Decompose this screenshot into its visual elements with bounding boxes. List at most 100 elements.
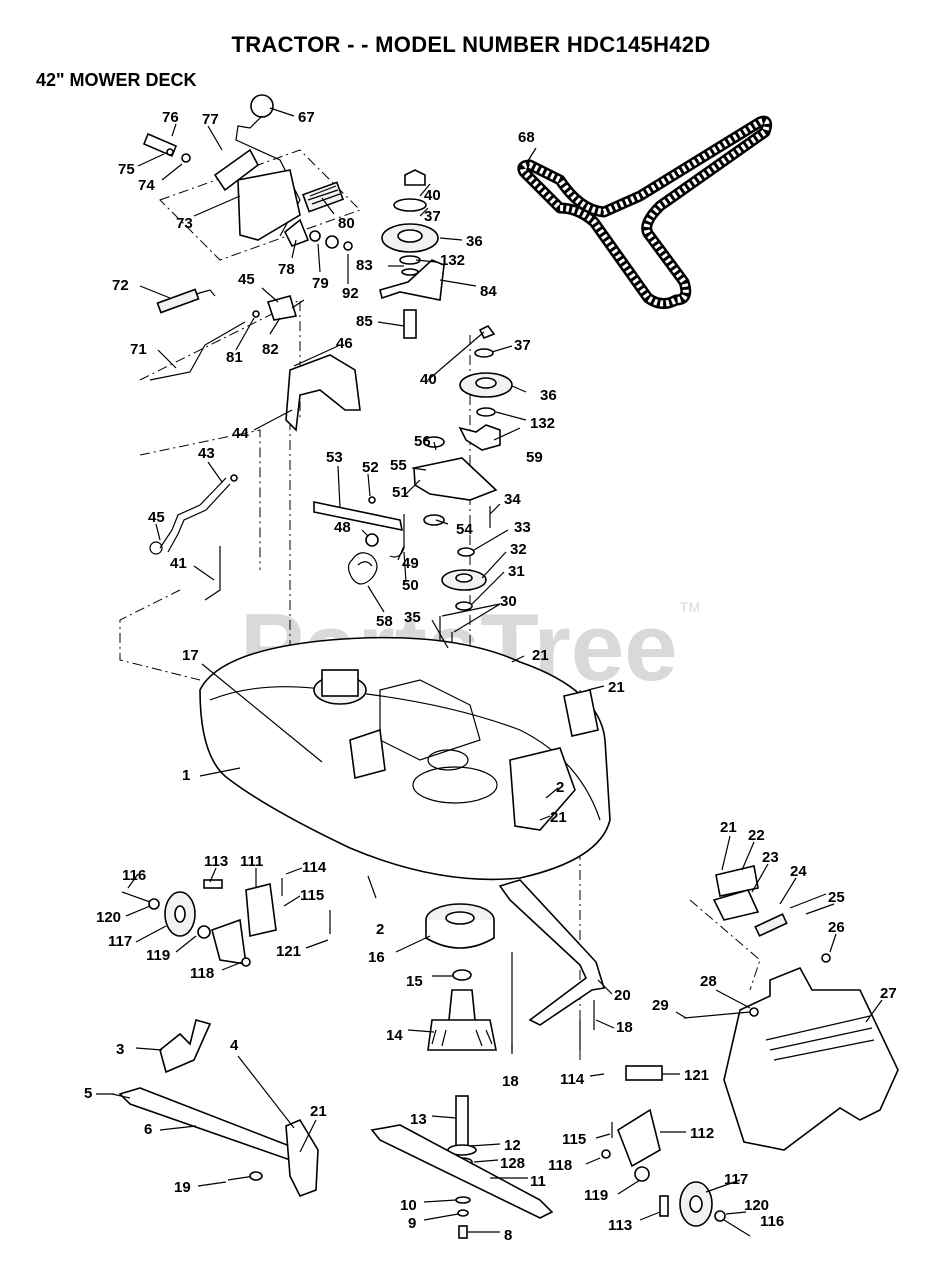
callout-36-lower: 36 [540, 387, 557, 404]
callout-115-left: 115 [300, 887, 324, 904]
callout-48: 48 [334, 519, 351, 536]
callout-37-lower: 37 [514, 337, 531, 354]
belt-guard-arm [498, 879, 606, 1050]
spindle-assembly [370, 903, 554, 1239]
callout-83: 83 [356, 257, 373, 274]
idler-bracket [313, 436, 498, 585]
callout-24: 24 [790, 863, 807, 880]
callout-13: 13 [410, 1111, 427, 1128]
mandrel-pulley-right [458, 324, 513, 451]
callout-21-d: 21 [310, 1103, 327, 1120]
gauge-wheel-right [601, 1065, 751, 1237]
callout-40-upper: 40 [424, 187, 441, 204]
callout-113-left: 113 [204, 853, 228, 870]
callout-111: 111 [240, 853, 263, 870]
callout-29: 29 [652, 997, 669, 1014]
callout-1: 1 [182, 767, 190, 784]
callout-30: 30 [500, 593, 517, 610]
callout-132-lower: 132 [530, 415, 555, 432]
callout-31: 31 [508, 563, 525, 580]
lift-springs-links [149, 288, 305, 381]
callout-68: 68 [518, 129, 535, 146]
callout-113-right: 113 [608, 1217, 632, 1234]
callout-18-a: 18 [616, 1019, 633, 1036]
callout-8: 8 [504, 1227, 512, 1244]
callout-6: 6 [144, 1121, 152, 1138]
callout-112: 112 [690, 1125, 714, 1142]
callout-12: 12 [504, 1137, 521, 1154]
callout-4: 4 [230, 1037, 239, 1054]
callout-51: 51 [392, 484, 409, 501]
callout-21-b: 21 [608, 679, 625, 696]
callout-10: 10 [400, 1197, 417, 1214]
watermark-tm: TM [680, 599, 700, 615]
callout-44: 44 [232, 425, 249, 442]
callout-18-b: 18 [502, 1073, 519, 1090]
callout-3: 3 [116, 1041, 124, 1058]
callout-9: 9 [408, 1215, 416, 1232]
deck-lift-links [149, 474, 238, 601]
drive-belt [517, 115, 773, 309]
callout-120-right: 120 [744, 1197, 769, 1214]
callout-27: 27 [880, 985, 897, 1002]
callout-116-right: 116 [760, 1213, 784, 1230]
front-hanger-brackets [111, 1019, 319, 1198]
callout-36-upper: 36 [466, 233, 483, 250]
callout-15: 15 [406, 973, 423, 990]
callout-58: 58 [376, 613, 393, 630]
callout-16: 16 [368, 949, 385, 966]
callout-114-left: 114 [302, 859, 327, 876]
callout-40-lower: 40 [420, 371, 437, 388]
callout-21-c: 21 [550, 809, 567, 826]
callout-72: 72 [112, 277, 129, 294]
callout-115-right: 115 [562, 1131, 586, 1148]
callout-117-left: 117 [108, 933, 132, 950]
callout-11: 11 [530, 1173, 546, 1190]
callout-41: 41 [170, 555, 187, 572]
callout-117-right: 117 [724, 1171, 748, 1188]
callout-19: 19 [174, 1179, 191, 1196]
callout-80: 80 [338, 215, 355, 232]
callout-120-left: 120 [96, 909, 121, 926]
callout-76: 76 [162, 109, 179, 126]
callout-53: 53 [326, 449, 343, 466]
callout-2-upper: 2 [556, 779, 564, 796]
deck-baffle [285, 354, 361, 432]
callout-121-left: 121 [276, 943, 301, 960]
callout-116-left: 116 [122, 867, 146, 884]
callout-84: 84 [480, 283, 497, 300]
callout-45-upper: 45 [238, 271, 255, 288]
callout-33: 33 [514, 519, 531, 536]
callout-67: 67 [298, 109, 315, 126]
diagram-subtitle: 42" MOWER DECK [36, 70, 197, 90]
callout-26: 26 [828, 919, 845, 936]
callout-14: 14 [386, 1027, 403, 1044]
callout-2-lower: 2 [376, 921, 384, 938]
callout-35: 35 [404, 609, 421, 626]
callout-92: 92 [342, 285, 359, 302]
callout-46: 46 [336, 335, 353, 352]
callout-25: 25 [828, 889, 845, 906]
callout-118-left: 118 [190, 965, 214, 982]
callout-21-e: 21 [720, 819, 737, 836]
callout-119-right: 119 [584, 1187, 608, 1204]
callout-32: 32 [510, 541, 527, 558]
callout-74: 74 [138, 177, 155, 194]
discharge-chute-assembly [683, 865, 899, 1151]
gauge-wheel-left [121, 878, 331, 967]
callout-59: 59 [526, 449, 543, 466]
callout-28: 28 [700, 973, 717, 990]
callout-49: 49 [402, 555, 419, 572]
callout-45-lower: 45 [148, 509, 165, 526]
callout-121-right: 121 [684, 1067, 709, 1084]
callout-73: 73 [176, 215, 193, 232]
leader-lines [96, 107, 883, 1233]
callout-37-upper: 37 [424, 208, 441, 225]
callout-20: 20 [614, 987, 631, 1004]
callout-119-left: 119 [146, 947, 170, 964]
callout-81: 81 [226, 349, 243, 366]
callout-79: 79 [312, 275, 329, 292]
callout-82: 82 [262, 341, 279, 358]
callout-77: 77 [202, 111, 219, 128]
callout-43: 43 [198, 445, 215, 462]
